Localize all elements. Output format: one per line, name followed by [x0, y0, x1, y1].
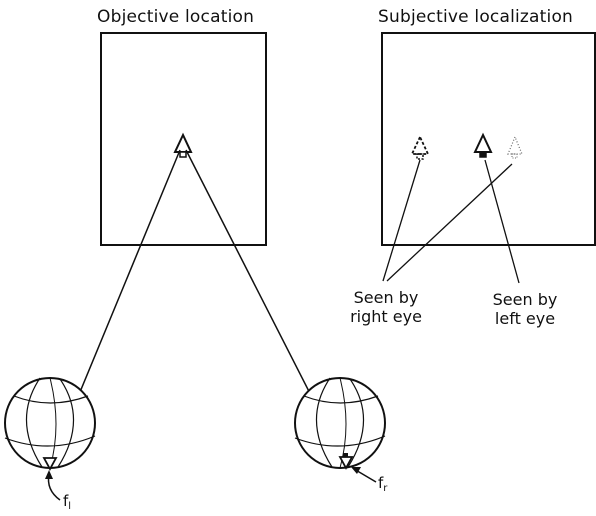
- right-eyeball: [295, 378, 385, 468]
- fovea-left-subscript: l: [68, 501, 71, 512]
- subjective-localization-title: Subjective localization: [378, 7, 573, 27]
- seen-by-right-eye-line2: right eye: [345, 307, 427, 326]
- seen-by-right-eye-label: Seen by right eye: [345, 288, 427, 326]
- fovea-right-subscript: r: [383, 483, 387, 494]
- left-eyeball: [5, 378, 95, 469]
- seen-by-right-eye-line1: Seen by: [345, 288, 427, 307]
- faint-image-icon: [508, 137, 522, 158]
- callout-line-left-eye: [485, 160, 519, 283]
- fovea-right-pointer: [351, 467, 376, 482]
- callout-line-right-eye-a: [383, 160, 420, 281]
- fovea-right-label: fr: [378, 474, 387, 494]
- objective-location-title: Objective location: [97, 7, 254, 27]
- right-eye-image-icon: [412, 137, 428, 159]
- seen-by-left-eye-line1: Seen by: [488, 290, 562, 309]
- fovea-left-pointer: [45, 470, 60, 500]
- left-eye-image-icon: [475, 135, 491, 157]
- seen-by-left-eye-label: Seen by left eye: [488, 290, 562, 328]
- seen-by-left-eye-line2: left eye: [488, 309, 562, 328]
- fovea-left-label: fl: [63, 492, 71, 512]
- callout-line-right-eye-b: [387, 164, 512, 281]
- subjective-panel: [382, 33, 595, 245]
